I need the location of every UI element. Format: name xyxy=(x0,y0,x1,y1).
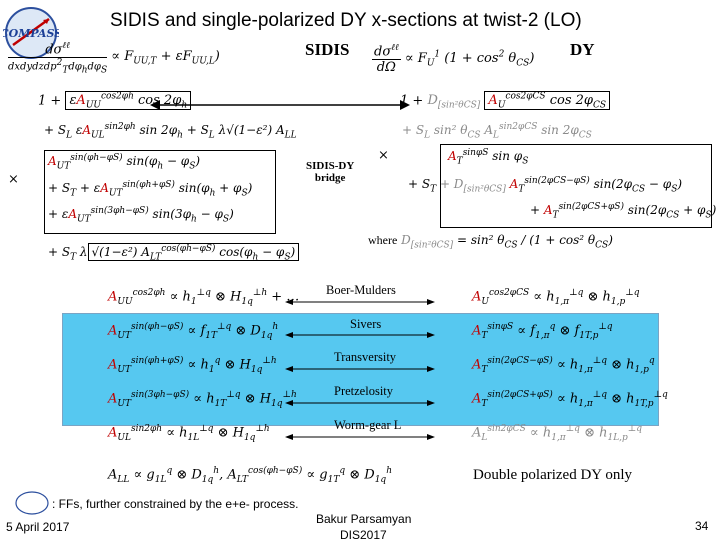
sidis-term-pretzelosity: + εAUTsin(3φh−φS) sin(3φh − φS) xyxy=(48,206,234,225)
dy-term-l: + SL sin² θCS ALsin2φCS sin 2φCS xyxy=(402,122,592,141)
label-transversity: Transversity xyxy=(334,350,397,364)
compass-logo: COMPASS xyxy=(3,7,59,59)
dy-rel-sivers: ATsinφS ∝ f1,πq ⊗ f1T,p⊥q xyxy=(472,322,613,341)
dy-rel-boer-mulders: AUcos2φCS ∝ h1,π⊥q ⊗ h1,p⊥q xyxy=(472,288,640,307)
sidis-rel-transversity: AUTsin(φh+φS) ∝ h1q ⊗ H1q⊥h xyxy=(108,356,277,375)
dy-rel-worm-gear: ALsin2φCS ∝ h1,π⊥q ⊗ h1L,p⊥q xyxy=(472,424,643,443)
sidis-term-uu: 1 + εAUUcos2φh cos 2φh xyxy=(38,91,192,111)
sidis-term-sivers: AUTsin(φh−φS) sin(φh − φS) xyxy=(48,153,201,172)
sidis-transverse-box xyxy=(44,150,276,234)
sidis-rel-sivers: AUTsin(φh−φS) ∝ f1T⊥q ⊗ D1qh xyxy=(108,322,279,341)
label-pretzelosity: Pretzelosity xyxy=(334,384,394,398)
dy-term-sivers: ATsinφS sin φS xyxy=(448,148,529,167)
slide-author: Bakur Parsamyan xyxy=(316,512,412,526)
sidis-term-lt: + ST λ√(1−ε²) ALTcos(φh−φS) cos(φh − φS) xyxy=(48,243,300,262)
dy-transverse-box xyxy=(440,144,712,228)
slide-title: SIDIS and single-polarized DY x-sections… xyxy=(110,10,582,31)
sidis-rel-double-pol: ALL ∝ g1Lq ⊗ D1qh, ALTcos(φh−φS) ∝ g1Tq … xyxy=(108,466,392,485)
dy-where-definition: where D[sin²θCS] = sin² θCS / (1 + cos² … xyxy=(368,233,613,251)
sidis-rel-worm-gear: AULsin2φh ∝ h1L⊥q ⊗ H1q⊥h xyxy=(108,424,270,443)
arrows-column xyxy=(285,299,435,440)
dy-term-u: 1 + D[sin²θCS] AUcos2φCS cos 2φCS xyxy=(400,91,611,111)
where-label: where xyxy=(368,233,398,247)
sidis-rel-boer-mulders: AUUcos2φh ∝ h1⊥q ⊗ H1q⊥h + … xyxy=(108,288,300,307)
times-symbol: × xyxy=(8,172,19,187)
footnote-text: : FFs, further constrained by the e+e- p… xyxy=(52,497,299,511)
ff-legend-ellipse xyxy=(15,491,49,515)
dy-xsec-formula: dσℓℓ dΩ ∝ FU1 (1 + cos2 θCS) xyxy=(372,43,535,76)
label-boer-mulders: Boer-Mulders xyxy=(326,283,396,297)
dy-term-transversity: + ST + D[sin²θCS] ATsin(2φCS−φS) sin(2φC… xyxy=(408,176,683,195)
sidis-term-transversity: + ST + εAUTsin(φh+φS) sin(φh + φS) xyxy=(48,180,253,199)
label-worm-gear: Worm-gear L xyxy=(334,418,402,432)
dy-rel-pretzelosity: ATsin(2φCS+φS) ∝ h1,π⊥q ⊗ h1T,p⊥q xyxy=(472,390,668,409)
slide-conference: DIS2017 xyxy=(340,528,387,542)
sidis-term-lu: + SL εAULsin2φh sin 2φh + SL λ√(1−ε²) AL… xyxy=(44,122,297,141)
label-sivers: Sivers xyxy=(350,317,382,331)
dy-times-symbol: × xyxy=(378,148,389,163)
slide-page-number: 34 xyxy=(695,519,709,533)
slide-date: 5 April 2017 xyxy=(6,520,70,534)
dy-term-pretzelosity: + ATsin(2φCS+φS) sin(2φCS + φS) xyxy=(530,202,717,221)
double-polarized-label: Double polarized DY only xyxy=(473,467,632,483)
sidis-dy-arrow xyxy=(150,100,410,110)
dy-header: DY xyxy=(570,40,595,59)
sidis-header: SIDIS xyxy=(305,40,350,59)
sidis-rel-pretzelosity: AUTsin(3φh−φS) ∝ h1T⊥q ⊗ H1q⊥h xyxy=(108,390,297,409)
sidis-xsec-formula: dσℓℓ dxdydzdp2TdφhdφS ∝ FUU,T + εFUU,L) xyxy=(8,41,220,76)
dy-rel-transversity: ATsin(2φCS−φS) ∝ h1,π⊥q ⊗ h1,pq xyxy=(472,356,655,375)
bridge-label: SIDIS-DY bridge xyxy=(306,160,355,184)
logo-text: COMPASS xyxy=(3,27,59,40)
